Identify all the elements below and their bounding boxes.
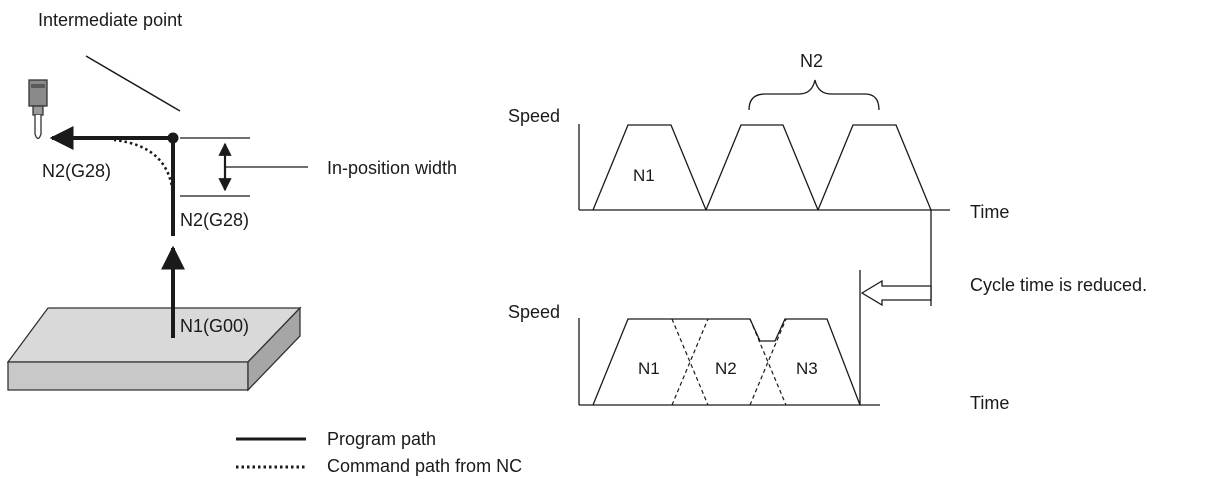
top-graph-n2-profile-2 — [817, 124, 932, 211]
in-position-width-indicator — [180, 137, 308, 197]
n2-vertical-label: N2(G28) — [180, 210, 249, 230]
bottom-graph-y-label: Speed — [508, 302, 560, 322]
n1-label: N1(G00) — [180, 316, 249, 336]
top-graph-x-label: Time — [970, 202, 1009, 222]
top-graph-n1-label: N1 — [633, 166, 655, 185]
bottom-graph-n2-decel-dashed — [749, 318, 787, 406]
bottom-graph-n2-accel-dashed — [671, 318, 709, 406]
bottom-graph-n1-label: N1 — [638, 359, 660, 378]
bottom-graph-n3-accel-dashed — [749, 318, 787, 406]
bottom-speed-graph: Speed Time N1 N2 N3 — [508, 302, 1009, 413]
bottom-graph-x-label: Time — [970, 393, 1009, 413]
bottom-graph-speed-envelope — [592, 318, 861, 406]
bottom-graph-n3-label: N3 — [796, 359, 818, 378]
top-graph-n2-brace-label: N2 — [800, 51, 823, 71]
n2-horizontal-label: N2(G28) — [42, 161, 111, 181]
cycle-time-reduction-arrow — [859, 270, 932, 405]
top-speed-graph: Speed Time N1 N2 — [508, 51, 1009, 306]
legend: Program path Command path from NC — [236, 429, 522, 476]
nc-command-path — [113, 138, 175, 197]
in-position-width-label: In-position width — [327, 158, 457, 178]
bottom-graph-n2-label: N2 — [715, 359, 737, 378]
top-graph-n1-profile — [592, 124, 707, 211]
workpiece-block — [6, 306, 302, 392]
intermediate-point-marker — [167, 132, 179, 144]
legend-program-path-label: Program path — [327, 429, 436, 449]
tool-icon — [28, 79, 48, 140]
intermediate-point-leader — [85, 55, 181, 112]
legend-command-path-label: Command path from NC — [327, 456, 522, 476]
cycle-time-note: Cycle time is reduced. — [970, 275, 1147, 295]
top-graph-n2-profile-1 — [705, 124, 819, 211]
top-graph-y-label: Speed — [508, 106, 560, 126]
bottom-graph-n1-decel-dashed — [671, 318, 709, 406]
intermediate-point-label: Intermediate point — [38, 10, 182, 30]
top-graph-n2-brace — [748, 79, 880, 111]
